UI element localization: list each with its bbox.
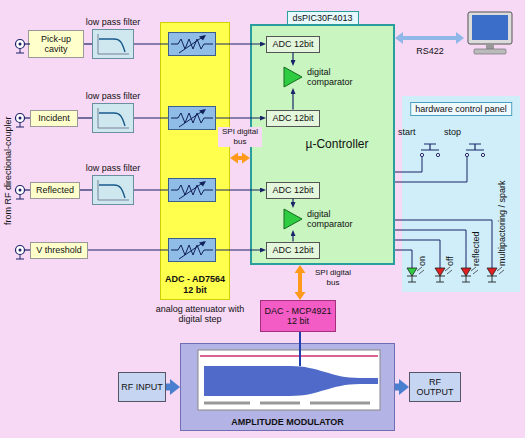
attenuator-symbol	[169, 179, 216, 202]
node-heading: AMPLITUDE MODULATOR	[181, 417, 394, 427]
node-label: Reflected	[36, 185, 74, 195]
monitor	[468, 12, 512, 44]
node-label: RF INPUT	[121, 382, 163, 392]
connector	[78, 117, 92, 118]
connector	[292, 94, 293, 110]
node-label: µ-Controller	[282, 138, 392, 152]
adc-block: ADC 12bit	[266, 242, 320, 259]
led-symbol	[407, 267, 424, 282]
arrowhead	[456, 32, 464, 44]
comparator-shape	[283, 208, 303, 230]
arrowhead	[395, 32, 403, 44]
connector	[84, 43, 92, 44]
led-symbol	[435, 267, 452, 282]
microcontroller-box: dsPIC30F4013µ-ControllerADC 12bitADC 12b…	[250, 24, 395, 265]
node-label: Incident	[38, 113, 70, 123]
comparator-shape	[283, 66, 303, 88]
rf-connector-symbol	[16, 246, 31, 260]
node-heading: ADC - AD7564 12 bit	[161, 274, 229, 295]
connector	[298, 273, 302, 292]
connector	[80, 189, 92, 190]
adc-block: ADC 12bit	[266, 36, 320, 53]
monitor-base	[474, 49, 506, 54]
node-heading: digital comparator	[307, 67, 363, 88]
lowpass-curve	[98, 180, 129, 200]
connector	[395, 384, 399, 391]
bus-label: RS422	[405, 46, 455, 56]
pushbutton-symbol	[420, 144, 439, 157]
monitor-stand	[486, 44, 494, 49]
node-heading: digital comparator	[307, 209, 363, 230]
node-label: ADC 12bit	[272, 113, 313, 123]
screen	[472, 15, 508, 40]
node-heading: dsPIC30F4013	[286, 11, 358, 25]
node-label: Pick-up cavity	[31, 34, 81, 55]
dac-box: DAC - MCP4921 12 bit	[260, 300, 336, 332]
switch-label: start	[398, 127, 416, 137]
signal-source-box: Incident	[30, 110, 78, 127]
node-label: V threshold	[36, 245, 82, 255]
attenuator-symbol	[169, 33, 216, 56]
status-bar	[204, 402, 370, 405]
node-heading: hardware control panel	[410, 102, 512, 116]
attenuator-symbol	[169, 239, 216, 262]
connector	[299, 332, 301, 343]
connector	[292, 236, 293, 242]
led-symbol	[461, 267, 478, 282]
edge-group	[78, 44, 399, 387]
rf-connector-symbol	[16, 114, 31, 128]
adc-block: ADC 12bit	[266, 110, 320, 127]
led-label: on	[417, 256, 427, 266]
led-label: off	[445, 256, 455, 266]
node-heading: low pass filter	[86, 163, 141, 173]
comparator-triangle	[284, 209, 302, 229]
control-line	[299, 343, 301, 366]
node-label: DAC - MCP4921 12 bit	[263, 306, 333, 327]
switch-wire	[395, 157, 467, 182]
modulator-screenshot	[198, 343, 380, 410]
attenuator-symbol	[169, 107, 216, 130]
connector	[238, 156, 242, 160]
led-symbol	[487, 267, 504, 282]
bus-label: SPI digital bus	[307, 268, 359, 288]
node-label: RF OUTPUT	[412, 377, 458, 398]
signal-source-box: Pick-up cavity	[28, 30, 84, 58]
node-label: ADC 12bit	[272, 39, 313, 49]
connector	[166, 384, 170, 391]
pushbutton-symbol	[465, 144, 484, 157]
led-wire	[395, 220, 492, 268]
node-heading: low pass filter	[86, 17, 141, 27]
comparator-triangle	[284, 67, 302, 87]
switch-label: stop	[444, 127, 461, 137]
node-label: ADC 12bit	[272, 245, 313, 255]
connector	[292, 53, 293, 61]
lowpass-curve	[98, 34, 129, 54]
envelope-shape	[204, 366, 378, 396]
comparator-triangle: digital comparator	[283, 208, 303, 230]
led-label: reflected	[471, 231, 481, 266]
rf-port-box: RF OUTPUT	[409, 372, 461, 402]
group-label: from RF directional-coupler	[3, 116, 13, 225]
computer-icon	[468, 12, 512, 54]
lowpass-curve	[98, 108, 129, 128]
signal-source-box: V threshold	[30, 242, 88, 259]
rf-port-box: RF INPUT	[118, 372, 166, 402]
adc-block: ADC 12bit	[266, 182, 320, 199]
signal-source-box: Reflected	[30, 182, 80, 199]
connector	[292, 199, 293, 203]
annotation: analog attenuator with digital step	[155, 304, 245, 325]
comparator-triangle: digital comparator	[283, 66, 303, 88]
node-heading: low pass filter	[86, 91, 141, 101]
screenshot-frame	[198, 350, 380, 410]
led-label: multipactoring / spark	[497, 180, 507, 266]
rs422-link	[403, 36, 456, 40]
rf-connector-symbol	[16, 40, 31, 54]
trace	[200, 355, 378, 357]
bus-label: SPI digital bus	[218, 127, 262, 147]
node-label: ADC 12bit	[272, 185, 313, 195]
rf-connector-symbol	[16, 186, 31, 200]
